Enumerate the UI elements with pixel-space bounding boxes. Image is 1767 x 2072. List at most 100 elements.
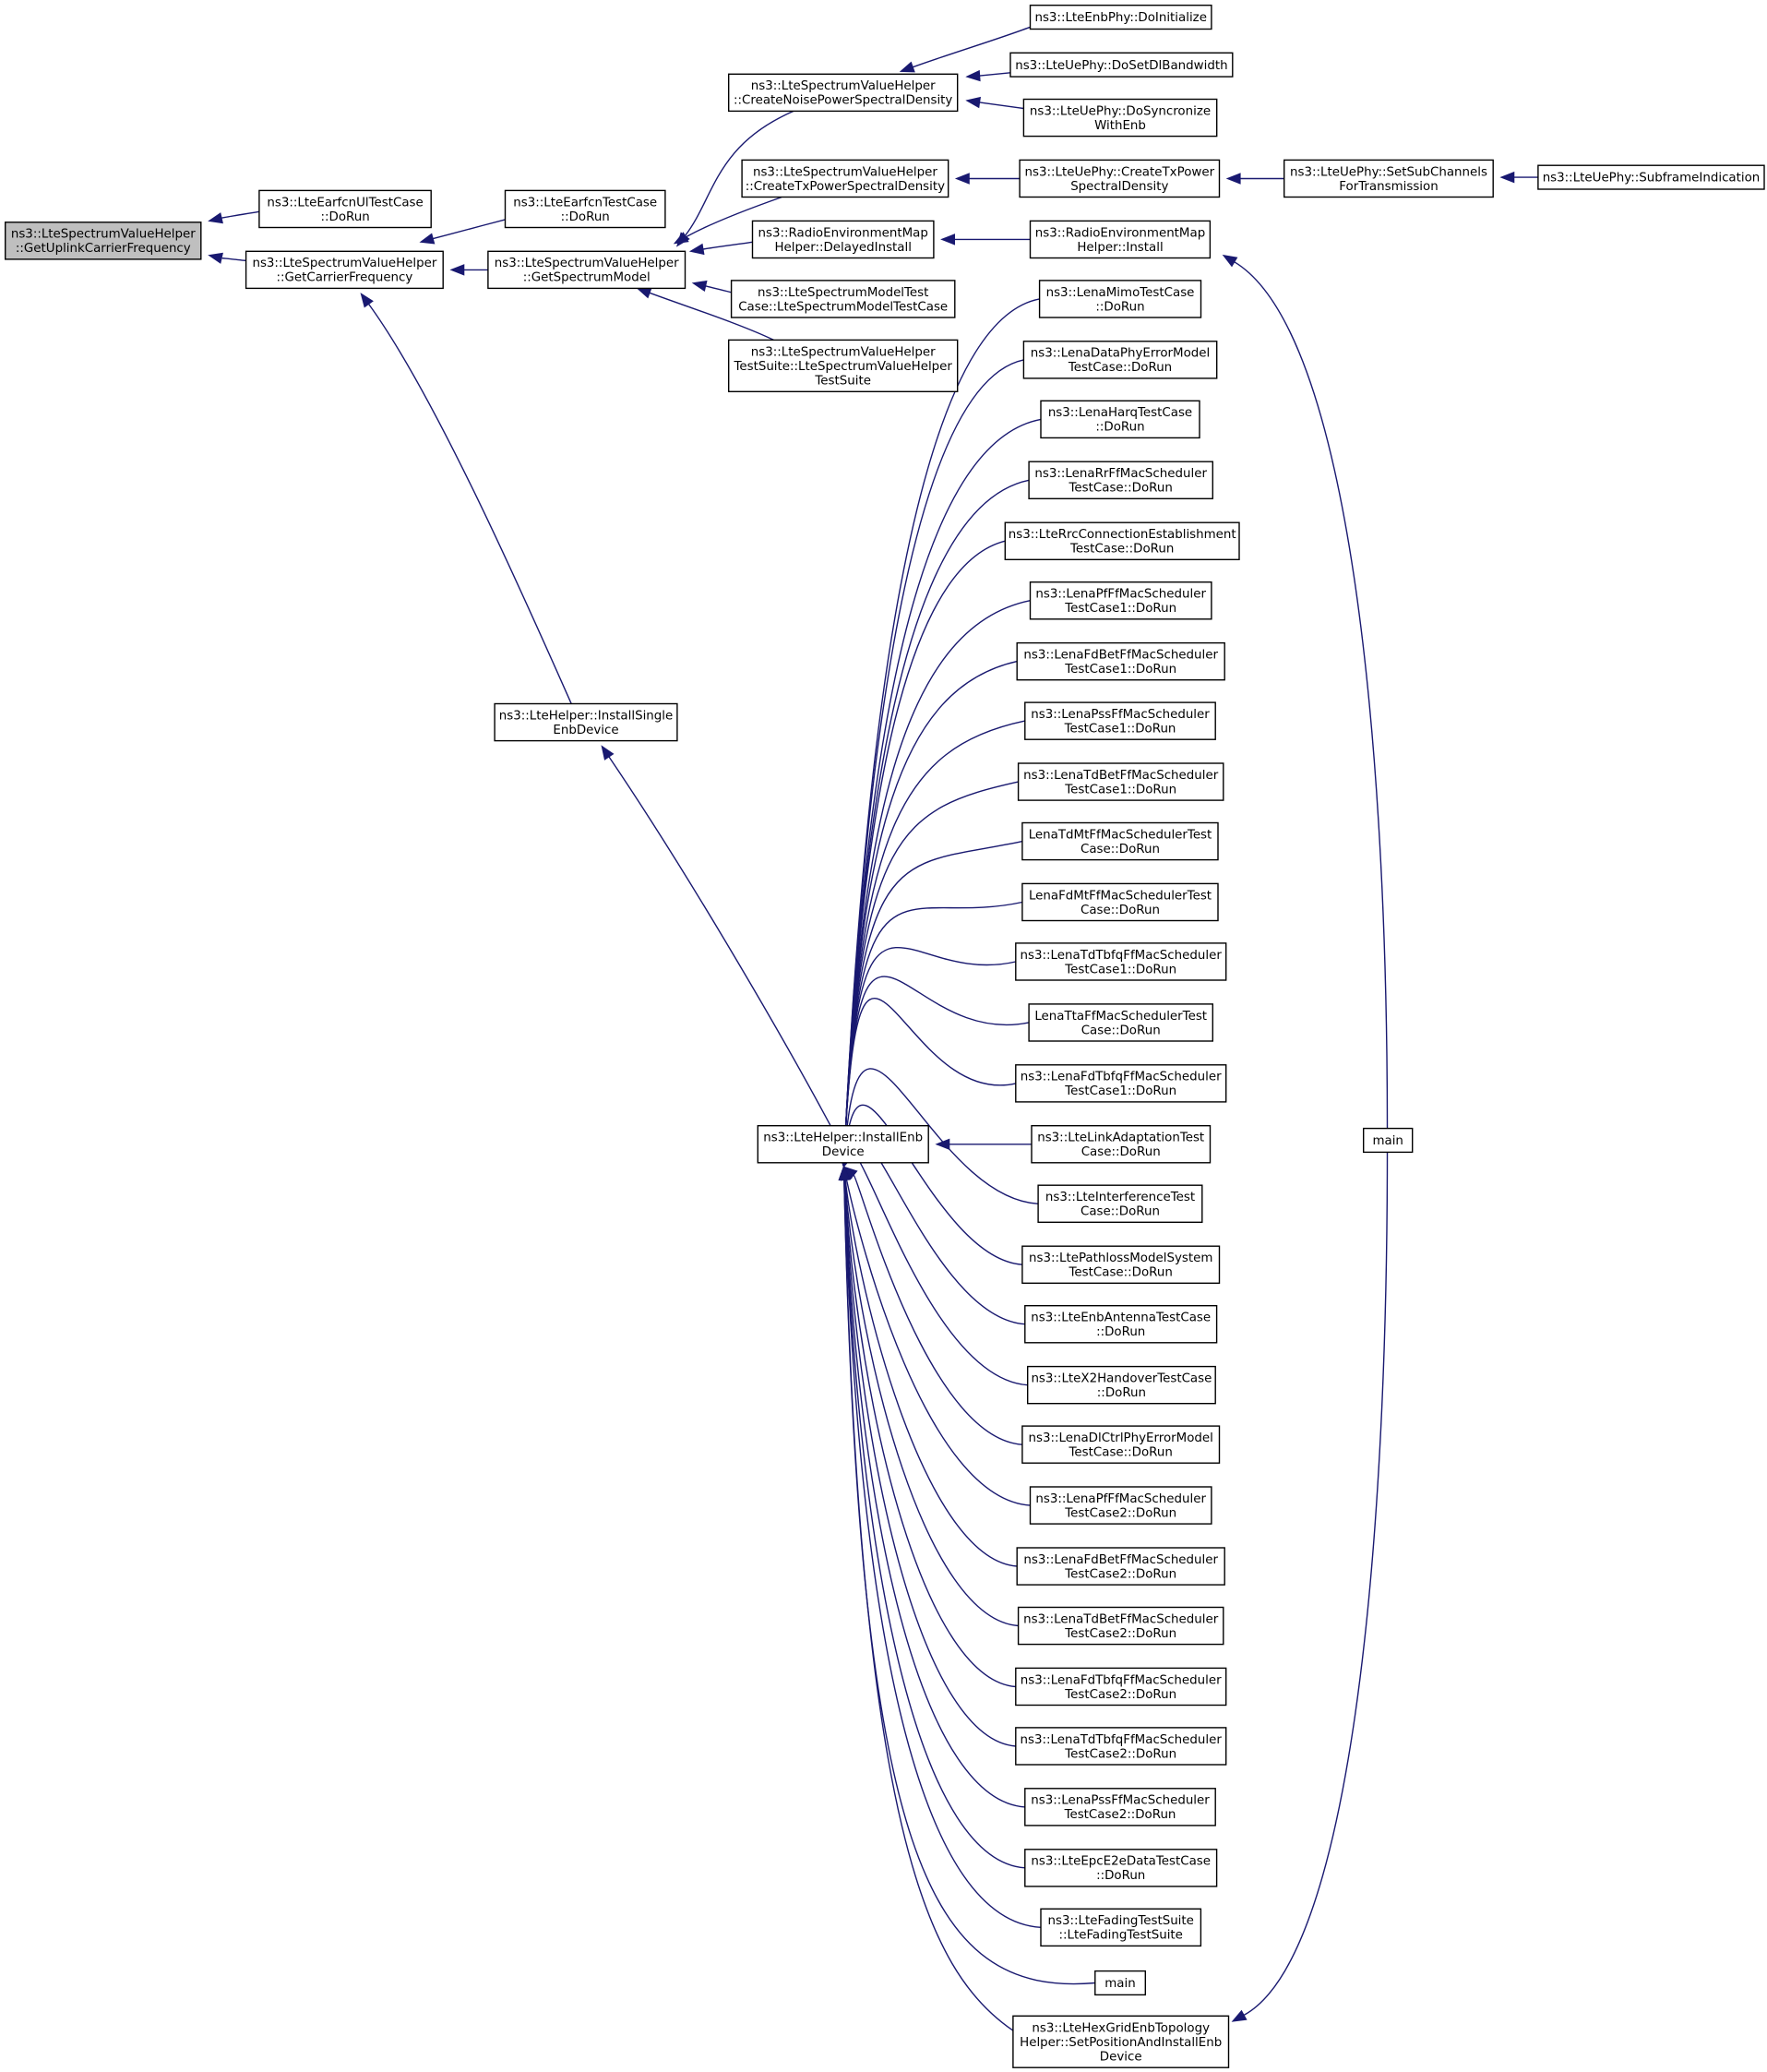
function-node[interactable]: ns3::LenaTdBetFfMacSchedulerTestCase2::D… [1017, 1606, 1224, 1646]
function-node[interactable]: ns3::LteSpectrumValueHelperTestSuite::Lt… [728, 339, 959, 392]
edge-line [705, 285, 732, 293]
node-label-line: main [1372, 1134, 1403, 1148]
node-label-line: ns3::LteEnbPhy::DoInitialize [1034, 11, 1206, 25]
call-edge [965, 96, 1024, 110]
function-node[interactable]: ns3::LenaTdTbfqFfMacSchedulerTestCase1::… [1015, 942, 1227, 981]
node-label-line: Helper::SetPositionAndInstallEnb [1020, 2036, 1222, 2050]
node-box [1024, 1304, 1218, 1344]
function-node[interactable]: ns3::LteUePhy::CreateTxPowerSpectralDens… [1019, 159, 1221, 198]
node-label-line: TestCase::DoRun [1069, 482, 1173, 496]
node-box [1029, 220, 1212, 259]
function-node[interactable]: ns3::LteSpectrumModelTestCase::LteSpectr… [730, 280, 956, 318]
function-node[interactable]: ns3::LteUePhy::DoSetDlBandwidth [1009, 52, 1234, 78]
function-node[interactable]: ns3::LteRrcConnectionEstablishmentTestCa… [1004, 521, 1240, 561]
call-edge [636, 287, 774, 341]
function-node[interactable]: ns3::LteSpectrumValueHelper::GetCarrierF… [245, 250, 444, 290]
function-node[interactable]: ns3::LteSpectrumValueHelper::CreateNoise… [728, 73, 959, 113]
function-node[interactable]: main [1362, 1127, 1414, 1154]
function-node[interactable]: ns3::LteEnbPhy::DoInitialize [1029, 4, 1212, 30]
function-node[interactable]: ns3::LteHexGridEnbTopologyHelper::SetPos… [1012, 2015, 1230, 2068]
function-node[interactable]: ns3::LtePathlossModelSystemTestCase::DoR… [1021, 1245, 1221, 1284]
edge-line [1243, 1152, 1389, 2017]
node-label-line: ns3::LteEpcE2eDataTestCase [1031, 1855, 1211, 1869]
function-node[interactable]: ns3::LenaFdBetFfMacSchedulerTestCase2::D… [1016, 1547, 1225, 1586]
function-node[interactable]: ns3::LteEpcE2eDataTestCase::DoRun [1024, 1849, 1218, 1887]
node-box [1015, 1667, 1227, 1707]
node-label-line: ns3::LenaPssFfMacScheduler [1031, 1794, 1210, 1808]
function-node[interactable]: ns3::LenaHarqTestCase::DoRun [1040, 400, 1200, 439]
node-label-line: TestCase1::DoRun [1064, 602, 1176, 616]
function-node[interactable]: ns3::LenaTdBetFfMacSchedulerTestCase1::D… [1017, 762, 1224, 801]
node-label-line: TestCase::DoRun [1069, 1266, 1173, 1280]
function-node[interactable]: ns3::LenaTdTbfqFfMacSchedulerTestCase2::… [1015, 1727, 1227, 1766]
function-node[interactable]: main [1094, 1970, 1147, 1996]
node-label-line: ::DoRun [320, 210, 369, 224]
function-node[interactable]: ns3::LenaPfFfMacSchedulerTestCase1::DoRu… [1029, 581, 1212, 620]
function-node[interactable]: ns3::RadioEnvironmentMapHelper::DelayedI… [751, 220, 935, 259]
arrowhead-icon [208, 252, 223, 264]
edge-line [843, 1180, 1019, 1627]
function-node[interactable]: ns3::LteUePhy::SubframeIndication [1537, 164, 1765, 190]
arrowhead-icon [965, 96, 982, 109]
node-label-line: Case::DoRun [1080, 904, 1160, 917]
node-label-line: ns3::LteSpectrumValueHelper [751, 345, 936, 359]
function-node[interactable]: ns3::LenaPssFfMacSchedulerTestCase2::DoR… [1024, 1788, 1216, 1826]
function-node[interactable]: ns3::LteEarfcnUlTestCase::DoRun [258, 189, 432, 229]
function-node[interactable]: ns3::LenaPfFfMacSchedulerTestCase2::DoRu… [1029, 1486, 1212, 1525]
function-node[interactable]: ns3::LteFadingTestSuite::LteFadingTestSu… [1040, 1908, 1202, 1947]
function-node[interactable]: ns3::LenaPssFfMacSchedulerTestCase1::DoR… [1024, 701, 1216, 740]
node-box [1024, 1849, 1218, 1887]
function-node[interactable]: ns3::LteEnbAntennaTestCase::DoRun [1024, 1304, 1218, 1344]
node-label-line: ns3::LteX2HandoverTestCase [1031, 1372, 1212, 1386]
function-node[interactable]: ns3::LteUePhy::SetSubChannelsForTransmis… [1283, 159, 1494, 198]
node-box [1021, 821, 1219, 861]
function-node[interactable]: ns3::LteSpectrumValueHelper::GetSpectrum… [487, 250, 687, 290]
node-label-line: ns3::LenaMimoTestCase [1046, 286, 1195, 300]
node-label-line: ns3::LteInterferenceTest [1045, 1191, 1195, 1204]
node-label-line: ::DoRun [1095, 421, 1144, 435]
function-node[interactable]: ns3::LenaDataPhyErrorModelTestCase::DoRu… [1022, 341, 1218, 379]
node-box [1537, 164, 1765, 190]
node-label-line: ns3::LenaRrFfMacScheduler [1034, 467, 1207, 481]
node-box [751, 220, 935, 259]
arrowhead-icon [688, 243, 705, 256]
call-edge [360, 293, 572, 704]
function-node[interactable]: ns3::LenaMimoTestCase::DoRun [1038, 280, 1202, 318]
call-edge [954, 173, 1021, 185]
function-node[interactable]: ns3::LteX2HandoverTestCase::DoRun [1026, 1365, 1216, 1405]
node-label-line: ForTransmission [1339, 180, 1438, 194]
node-box [1037, 1184, 1203, 1223]
node-box [757, 1124, 929, 1164]
call-edge [673, 196, 782, 245]
node-box [1019, 159, 1221, 198]
edge-line [221, 210, 260, 219]
edge-line [684, 110, 794, 236]
node-label-line: LenaTdMtFfMacSchedulerTest [1029, 828, 1212, 842]
call-edge [601, 745, 831, 1127]
node-box [1029, 4, 1212, 30]
function-node[interactable]: ns3::LenaDlCtrlPhyErrorModelTestCase::Do… [1021, 1425, 1221, 1464]
node-box [1015, 1064, 1227, 1103]
node-label-line: ns3::LteSpectrumValueHelper [11, 228, 196, 242]
node-label-line: ns3::LteEarfcnTestCase [513, 196, 657, 210]
function-node[interactable]: ns3::LenaFdTbfqFfMacSchedulerTestCase2::… [1015, 1667, 1227, 1707]
function-node[interactable]: ns3::LteSpectrumValueHelper::CreateTxPow… [741, 159, 949, 198]
node-label-line: TestCase::DoRun [1069, 1446, 1173, 1460]
edge-line [979, 102, 1024, 110]
function-node[interactable]: ns3::LenaFdBetFfMacSchedulerTestCase1::D… [1016, 641, 1225, 681]
node-layer: ns3::LteSpectrumValueHelper::GetUplinkCa… [4, 4, 1765, 2068]
node-label-line: ns3::LenaDataPhyErrorModel [1031, 347, 1210, 361]
node-label-line: Case::DoRun [1081, 1145, 1161, 1159]
function-node[interactable]: ns3::LteEarfcnTestCase::DoRun [504, 189, 666, 229]
function-node[interactable]: ns3::LenaFdTbfqFfMacSchedulerTestCase1::… [1015, 1064, 1227, 1103]
